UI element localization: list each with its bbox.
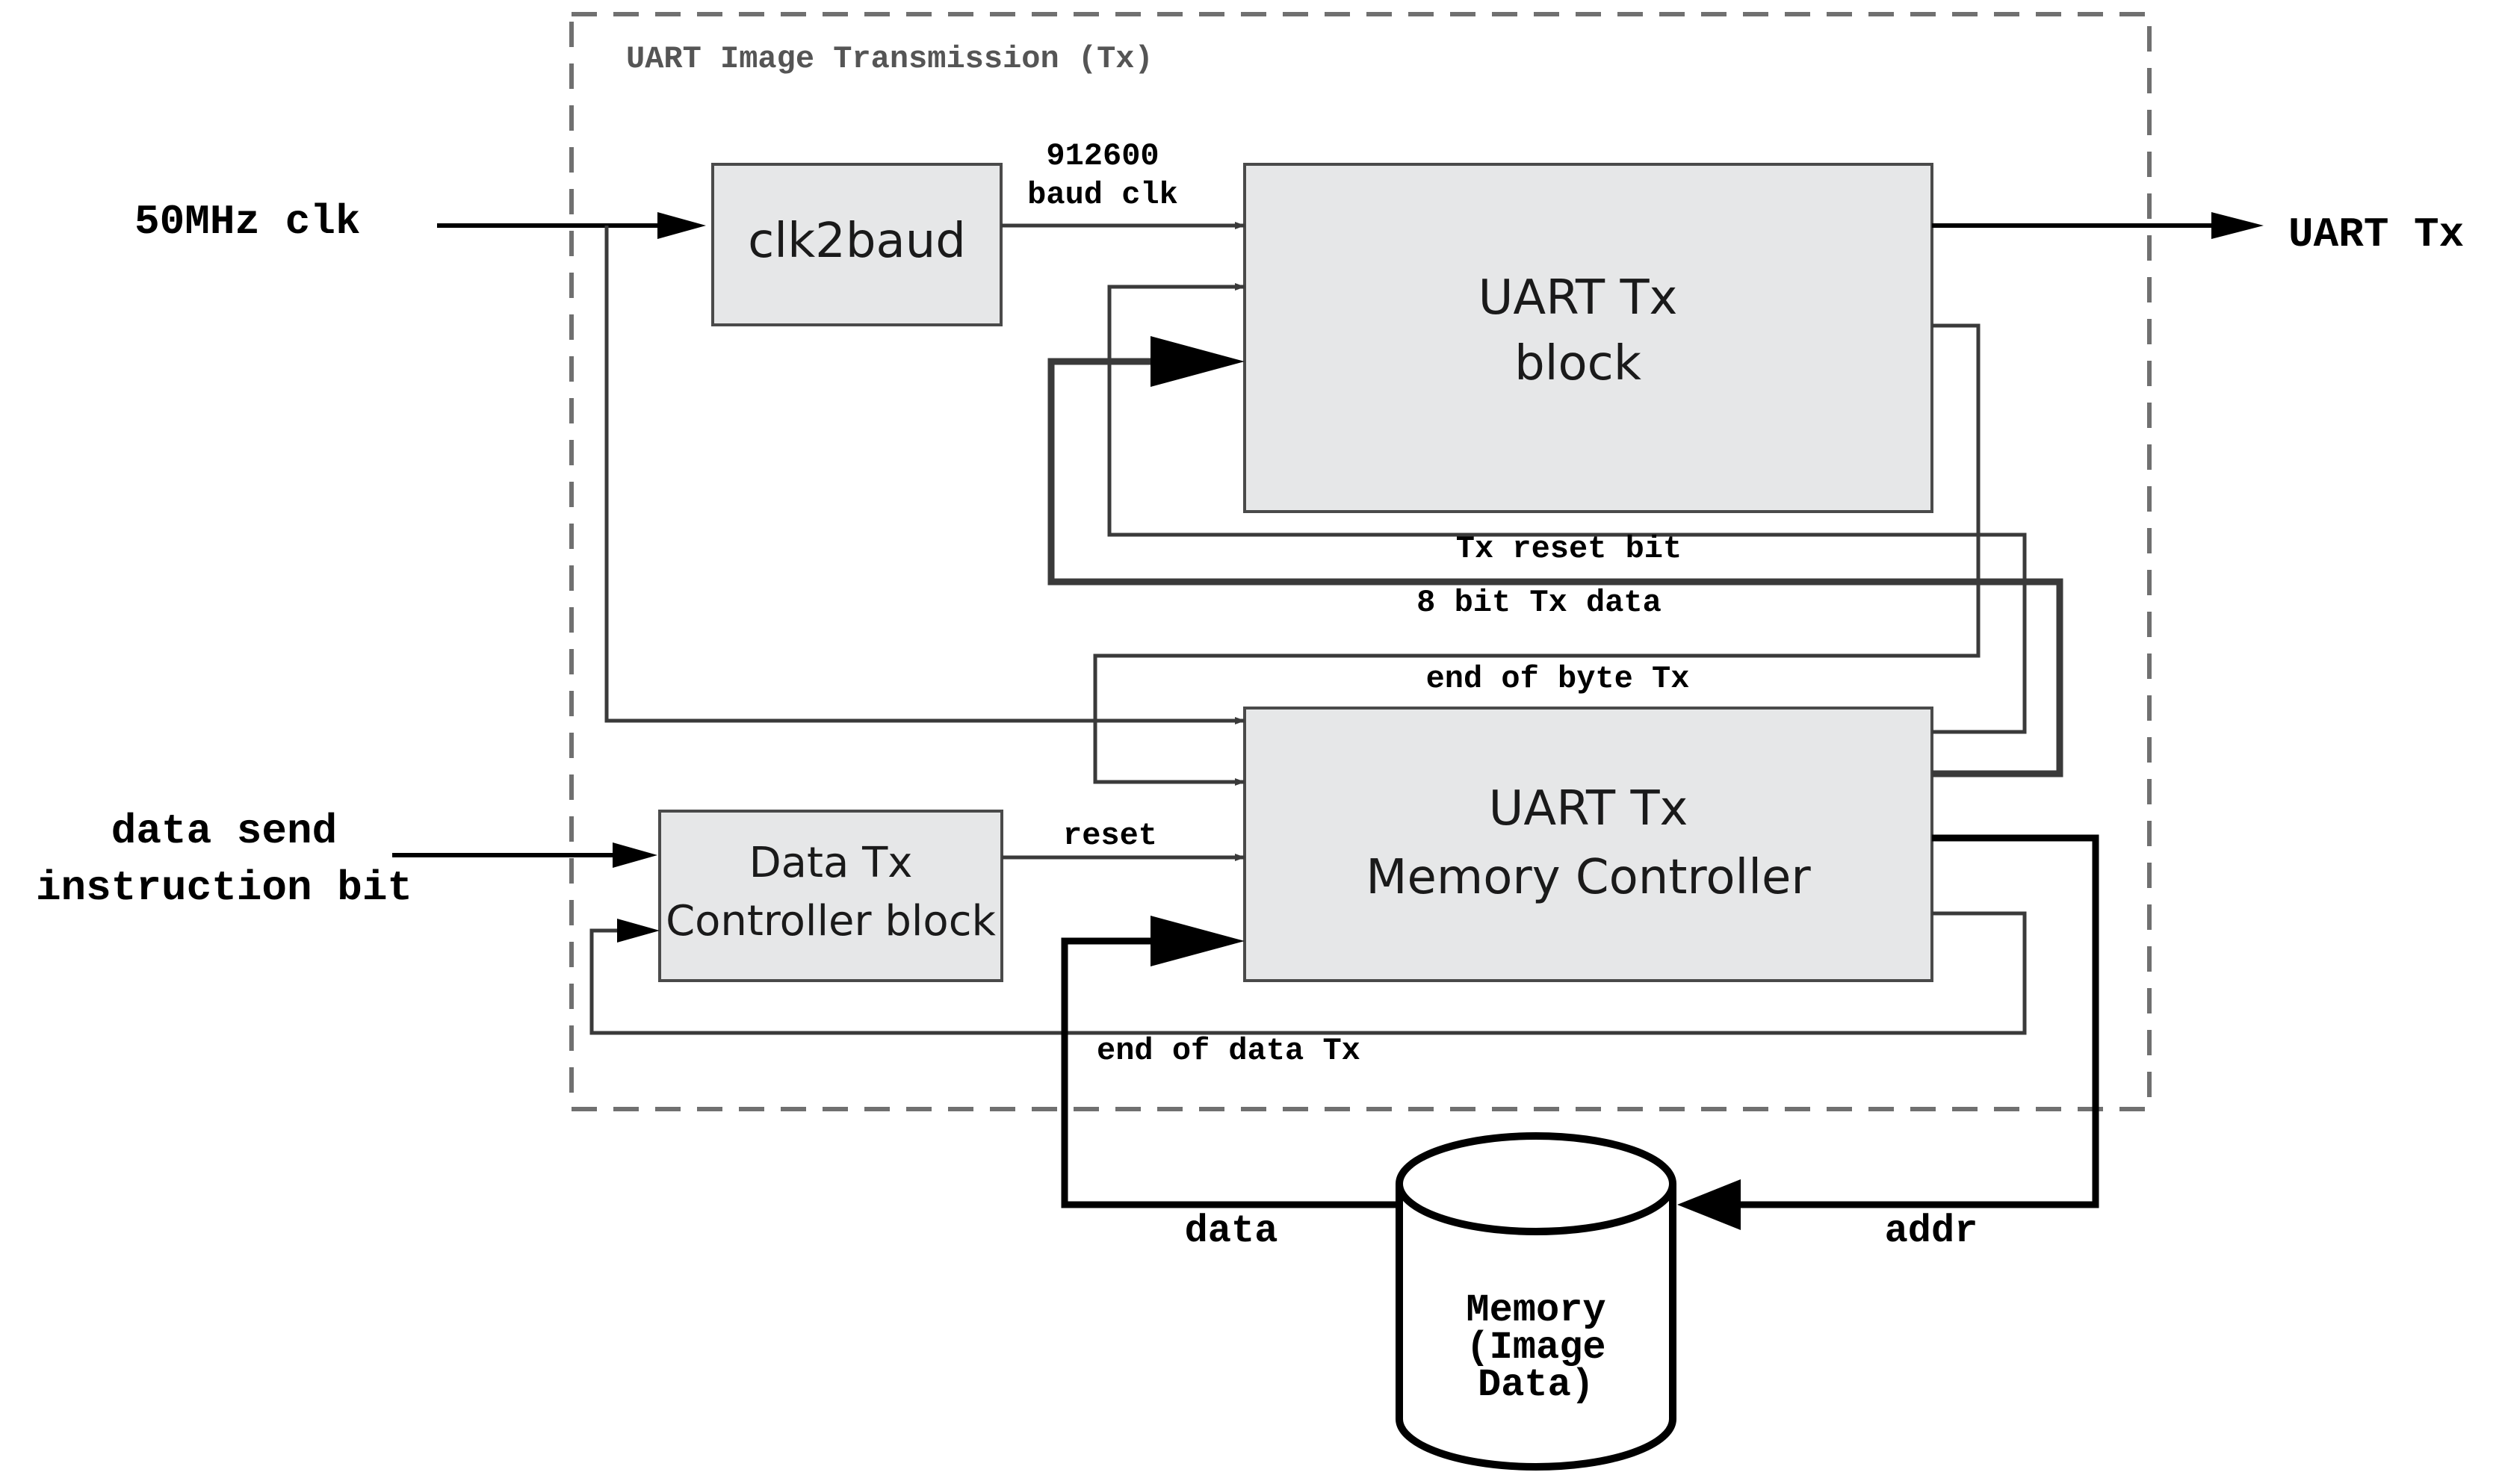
clk-input-arrow [437,212,706,239]
tx-reset-wire [1107,283,2027,734]
memory-controller-label-line2: Memory Controller [1366,850,1811,905]
memory-label-line3: Data) [1478,1363,1594,1407]
clk2baud-block: clk2baud [711,163,1003,326]
tx-data-label: 8 bit Tx data [1416,585,1662,621]
memory-controller-label-line1: UART Tx [1489,781,1688,836]
tx-data-bus [1047,336,2063,777]
data-send-label-line1: data send [111,807,337,855]
memory-addr-bus [1677,834,2099,1230]
data-tx-controller-label-line2: Controller block [666,897,996,946]
tx-reset-label: Tx reset bit [1456,531,1682,567]
end-of-byte-wire [1093,323,1981,786]
memory-label-line2: (Image [1466,1326,1605,1370]
baud-clk-label-line1: 912600 [1046,138,1159,174]
memory-cylinder: Memory (Image Data) [1396,1132,1676,1471]
baud-clk-label-line2: baud clk [1027,177,1178,213]
end-of-data-wire [589,911,2027,1035]
reset-label: reset [1063,818,1157,854]
clk-to-memory-controller-wire [604,226,1245,724]
memory-label-line1: Memory [1466,1288,1605,1332]
data-tx-controller-block: Data Tx Controller block [658,810,1003,982]
uart-tx-output-label: UART Tx [2288,211,2464,258]
data-send-input-arrow [392,842,657,868]
memory-controller-block: UART Tx Memory Controller [1243,707,1933,982]
uart-tx-label-line1: UART Tx [1478,270,1678,326]
system-title: UART Image Transmission (Tx) [626,41,1153,77]
addr-bus-label: addr [1885,1209,1978,1253]
end-of-data-label: end of data Tx [1097,1033,1360,1069]
data-send-label-line2: instruction bit [36,864,412,912]
clk2baud-label: clk2baud [748,214,966,269]
uart-tx-label-line2: block [1514,336,1641,391]
memory-data-bus [1061,916,1399,1208]
clk-input-label: 50MHz clk [134,198,360,246]
data-tx-controller-label-line1: Data Tx [749,839,913,887]
uart-tx-output-arrow [1932,212,2264,239]
data-bus-label: data [1185,1209,1278,1253]
end-of-byte-label: end of byte Tx [1426,661,1690,697]
uart-tx-block: UART Tx block [1243,163,1933,513]
